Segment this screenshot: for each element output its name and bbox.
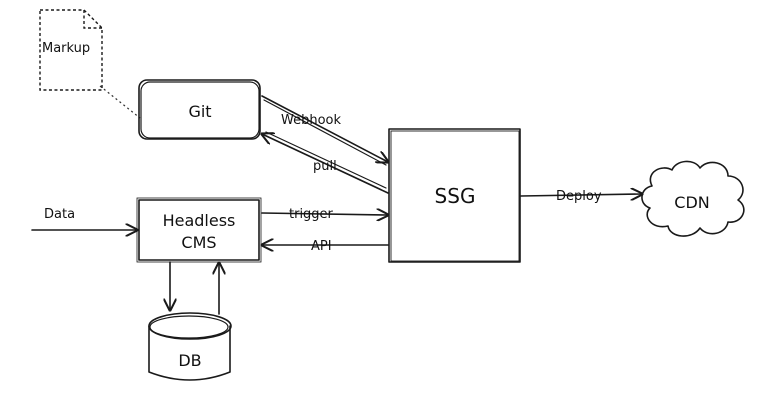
data-label: Data — [44, 207, 75, 222]
deploy-edge: Deploy — [520, 189, 642, 204]
git-node: Git — [138, 79, 261, 140]
api-label: API — [311, 239, 332, 254]
headless-cms-node: Headless CMS — [136, 197, 262, 263]
db-node: DB — [148, 312, 232, 381]
ssg-label: SSG — [435, 184, 476, 208]
ssg-node: SSG — [388, 128, 521, 263]
markup-document: Markup — [39, 9, 103, 91]
trigger-edge: trigger — [261, 207, 388, 222]
markup-git-connector — [99, 85, 141, 119]
headless-cms-label-line2: CMS — [181, 233, 216, 252]
pull-label: pull — [313, 159, 337, 174]
git-label: Git — [188, 102, 211, 121]
webhook-edge: Webhook — [261, 95, 388, 166]
cdn-node: CDN — [641, 160, 745, 237]
data-edge: Data — [31, 207, 137, 230]
headless-cms-label-line1: Headless — [163, 211, 236, 230]
trigger-label: trigger — [289, 207, 334, 222]
pull-edge: pull — [262, 131, 389, 194]
markup-label: Markup — [42, 41, 90, 56]
webhook-label: Webhook — [281, 113, 341, 128]
api-edge: API — [262, 239, 389, 254]
deploy-label: Deploy — [556, 189, 602, 204]
cdn-label: CDN — [674, 193, 709, 212]
db-label: DB — [178, 351, 201, 370]
